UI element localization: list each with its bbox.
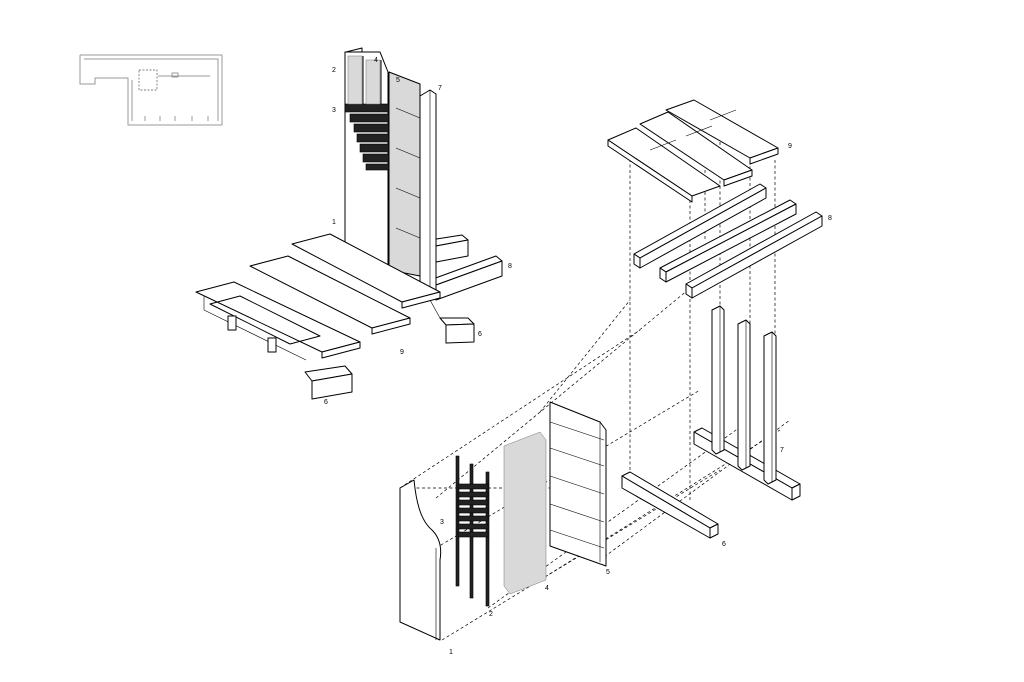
beam-6-assembled <box>304 299 475 400</box>
grooved-panel-5 <box>549 401 607 567</box>
label-8-assembled: 8 <box>508 263 512 270</box>
label-9-exploded: 9 <box>788 143 792 150</box>
label-6-assembled-left: 6 <box>324 399 328 406</box>
beam-6-exploded <box>621 471 719 539</box>
wall-assembled <box>344 47 437 297</box>
block-stack-3 <box>344 103 390 171</box>
label-5-exploded: 5 <box>606 569 610 576</box>
blocks-3 <box>457 483 489 538</box>
label-6-assembled-right: 6 <box>478 331 482 338</box>
stone-sheet-4 <box>503 431 547 595</box>
label-4-assembled: 4 <box>374 57 378 64</box>
label-1-assembled: 1 <box>332 219 336 226</box>
label-7-exploded: 7 <box>780 447 784 454</box>
frame-7-exploded <box>693 305 801 501</box>
rods-2 <box>455 455 490 607</box>
label-2-exploded: 2 <box>489 611 493 618</box>
label-4-exploded: 4 <box>545 585 549 592</box>
joists-8-exploded <box>633 183 823 299</box>
beam-8-assembled <box>429 234 503 301</box>
panel-1 <box>399 479 442 641</box>
floor-boards-assembled <box>195 233 441 361</box>
label-2-assembled: 2 <box>332 67 336 74</box>
label-5-assembled: 5 <box>396 77 400 84</box>
label-8-exploded: 8 <box>828 215 832 222</box>
key-plan <box>79 54 223 126</box>
label-1-exploded: 1 <box>449 649 453 656</box>
labels: 2 4 5 7 3 1 8 6 9 6 9 8 7 6 5 4 3 2 1 <box>324 57 832 656</box>
label-7-assembled: 7 <box>438 85 442 92</box>
assembled-view <box>195 47 503 400</box>
label-3-assembled: 3 <box>332 107 336 114</box>
label-9-assembled: 9 <box>400 349 404 356</box>
label-3-exploded: 3 <box>440 519 444 526</box>
floor-boards-9-exploded <box>607 99 779 203</box>
key-plan-highlight <box>138 69 158 91</box>
label-6-exploded: 6 <box>722 541 726 548</box>
